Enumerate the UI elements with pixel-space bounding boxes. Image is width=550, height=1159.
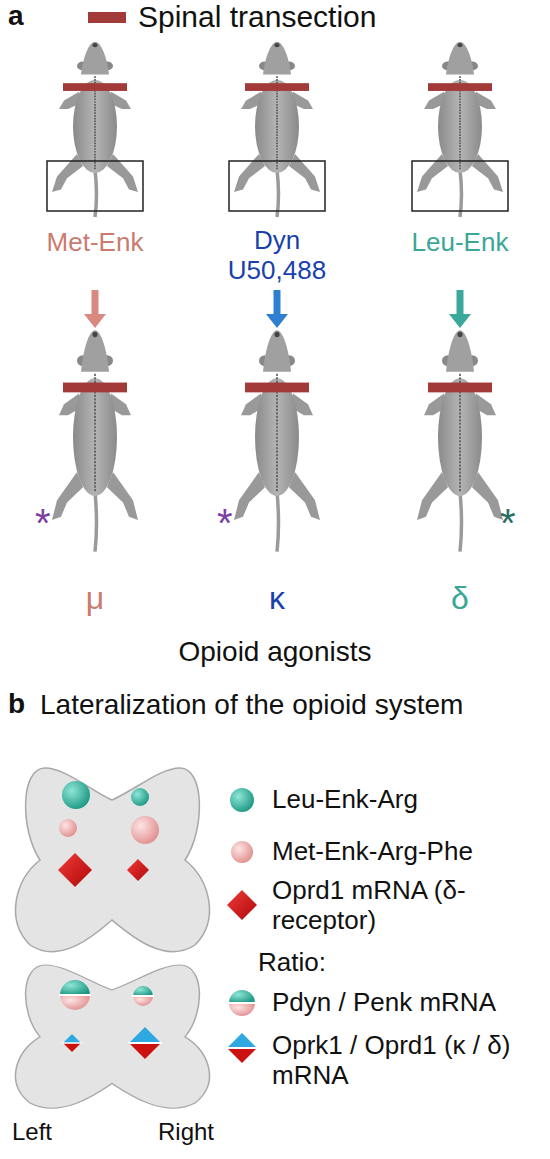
rat-silhouette [45, 328, 145, 568]
agonist-label: U50,488 [212, 256, 342, 286]
panel-letter: b [8, 688, 38, 720]
side-label: Left [12, 1118, 92, 1146]
side-label: Right [158, 1118, 248, 1146]
hindlimb-box [412, 161, 508, 211]
axis-caption: Opioid agonists [0, 636, 550, 668]
legend-text: Leu-Enk-Arg [272, 785, 542, 815]
legend-text: Oprk1 / Oprd1 (κ / δ) mRNA [272, 1030, 550, 1090]
leu-enk-marker [62, 781, 90, 809]
asterisk-mark: * [217, 500, 247, 546]
legend-sample [231, 841, 253, 863]
agonist-label: Met-Enk [45, 228, 145, 258]
rat-silhouette [410, 328, 510, 568]
spinal-cord-section [16, 768, 210, 952]
oprd1-marker [127, 859, 149, 881]
legend-swatch [88, 12, 126, 23]
arrow-connector [266, 290, 288, 328]
rat-silhouette [410, 40, 510, 230]
legend-sample [226, 990, 258, 1063]
receptor-symbol: δ [405, 580, 515, 617]
ratio-marker [59, 980, 162, 1059]
rat-panel: DynU50,488 [212, 40, 342, 290]
agonist-label: Dyn [212, 226, 342, 256]
asterisk-mark: * [35, 500, 65, 546]
asterisk-mark: * [500, 500, 530, 546]
met-enk-marker [131, 816, 159, 844]
legend-sample [227, 890, 257, 920]
rat-panel: *μ [40, 328, 150, 628]
agonist-label: Leu-Enk [410, 228, 510, 258]
legend-text: Oprd1 mRNA (δ-receptor) [272, 875, 472, 935]
rat-silhouette [45, 40, 145, 230]
panel-letter: a [8, 0, 38, 32]
met-enk-marker [59, 819, 77, 837]
legend-sample [230, 788, 254, 812]
rat-panel: *δ [405, 328, 515, 628]
rat-silhouette [227, 328, 327, 568]
panel-heading: Lateralization of the opioid system [40, 688, 470, 722]
receptor-symbol: μ [40, 580, 150, 617]
legend-text: Spinal transection [138, 0, 468, 35]
legend-text: Pdyn / Penk mRNA [272, 988, 542, 1018]
oprd1-marker [58, 853, 92, 887]
legend-text: Met-Enk-Arg-Phe [272, 837, 542, 867]
rat-panel: Met-Enk [45, 40, 145, 290]
hindlimb-box [229, 161, 325, 211]
arrow-connector [84, 290, 106, 328]
arrow-connector [449, 290, 471, 328]
legend-heading: Ratio: [258, 948, 378, 978]
receptor-symbol: κ [222, 580, 332, 617]
rat-silhouette [227, 40, 327, 230]
spinal-cord-section [16, 965, 210, 1108]
rat-panel: *κ [222, 328, 332, 628]
rat-panel: Leu-Enk [410, 40, 510, 290]
leu-enk-marker [131, 788, 149, 806]
hindlimb-box [47, 161, 143, 211]
